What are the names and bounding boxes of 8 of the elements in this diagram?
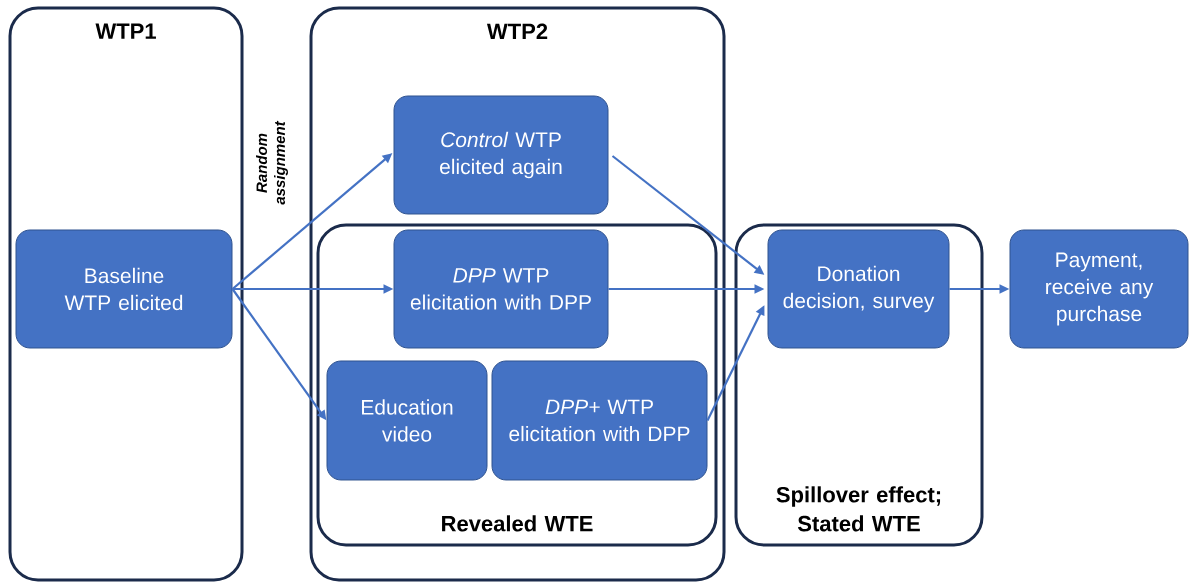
process-box: Payment, receive any purchase xyxy=(1009,229,1189,349)
process-box: Donation decision, survey xyxy=(767,229,950,349)
process-box: DPP+ WTP elicitation with DPP xyxy=(491,360,708,481)
process-box: DPP WTP elicitation with DPP xyxy=(393,229,609,349)
process-box: Control WTP elicited again xyxy=(393,95,609,215)
process-box: Baseline WTP elicited xyxy=(15,229,233,349)
process-box: Education video xyxy=(326,360,488,481)
rotated-label: Random assignment xyxy=(256,120,288,205)
